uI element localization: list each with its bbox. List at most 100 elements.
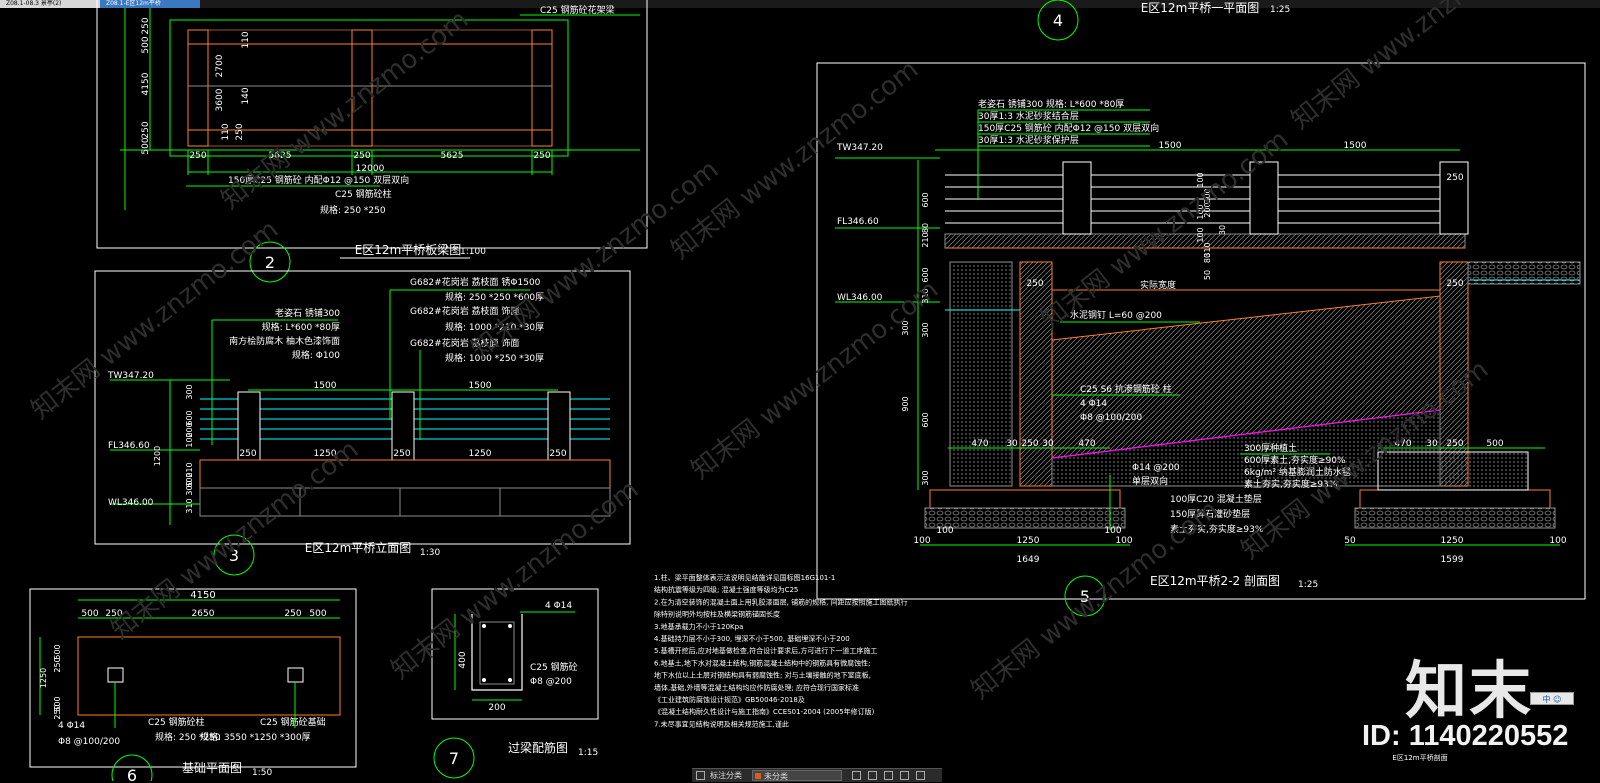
d5-pier-left [949,261,1013,487]
d5-dim-bottom-right-0: 50 [1344,536,1356,546]
d6-note-4: C25 钢筋砼基础 [260,716,326,728]
d5-dim-col-4: 200 [1203,202,1212,217]
d3-dim-left-4: 600 [185,472,194,487]
d5-number-bubble [1064,575,1106,617]
d3-dim-left-8: 310 [185,498,194,513]
d3-dim-mid-4: 250 [549,449,566,459]
d6-footing-outline [77,636,341,716]
d5-dim-mid-left-0: 470 [971,439,988,449]
layers-icon[interactable] [900,771,909,780]
d5-note-right-2: 6kg/m² 纳基膨润土防水毯 [1244,466,1351,478]
d5-dim-col-1: 100 [1196,204,1205,219]
drawing-7-frame [431,588,599,720]
category-dropdown[interactable]: 未分类 [752,770,842,781]
d5-gravel-left [924,507,1126,529]
d5-level-0: TW347.20 [836,143,883,153]
general-note-3: 除特别说明外均按柱及横梁钢筋锚固长度 [654,610,780,619]
d5-gravel-right [1354,507,1556,529]
d7-stirrup [479,621,515,685]
d5-level-1: FL346.60 [837,217,879,227]
d2-top-note: C25 钢筋砼花架梁 [540,4,615,16]
d3-dim-top-0: 1500 [314,381,337,391]
d7-rebar-0 [482,624,486,628]
d5-dim-mid-left-3: 30 [1042,439,1054,449]
d7-scale: 1:15 [578,748,598,758]
d3-dim-left-7: 300 [185,480,194,495]
d3-note-right-2: G682#花岗岩 荔枝面 饰面 [410,305,519,317]
d5-post-2 [1439,161,1469,235]
d2-title: E区12m平桥板梁图 [355,242,462,257]
general-note-0: 1.柱、梁平面整体表示法说明见结施详见国标图16G101-1 [654,573,835,582]
d2-dim-left-0: 250 [141,17,151,34]
d6-dim-left-3: 500 [53,696,62,711]
d2-note-0: 150厚C25 钢筋砼 内配Φ12 @150 双层双向 [228,174,409,186]
tab-pavilion[interactable]: Z08.1-08.3 景亭(2) [0,0,102,8]
status-toolbar: 标注分类 未分类 [692,768,942,782]
watermark-8: 知末网 www.znzmo.com [1286,0,1544,136]
d2-note-1: C25 钢筋砼柱 [335,188,392,200]
d6-dim-top-2: 2650 [192,609,215,619]
d5-note-mid-3: Φ8 @100/200 [1080,413,1142,423]
d5-dim-left-8: 600 [921,412,930,427]
d5-note-mid-2: 4 Φ14 [1080,399,1107,409]
drawing-3-frame [94,270,631,545]
watermark-5: 知末网 www.znzmo.com [386,475,644,686]
annotation-scale-icon[interactable] [696,771,705,780]
d3-dim-mid-3: 1250 [469,449,492,459]
d2-dim-bottom-3: 5625 [441,151,464,161]
d2-dim-bottom-1: 5625 [269,151,292,161]
d5-dim-mid-left-1: 30 [1006,439,1018,449]
d6-dim-left-0: 500 [53,644,62,659]
ime-indicator[interactable]: 中 ☺ [1530,692,1574,705]
d4-title: E区12m平桥一平面图 [1141,1,1260,15]
copy-icon[interactable] [884,771,893,780]
d2-outer-outline [169,19,569,157]
d3-dim-left-0: 300 [185,384,194,399]
d5-dim-bottom-right-2: 100 [1549,536,1566,546]
d5-dim-col-10: 250 [1026,279,1043,289]
d2-dim-mid-4: 110 [221,123,231,140]
d5-note-bottom-0: Φ14 @200 [1132,463,1180,473]
d5-right-wall [1377,451,1529,491]
d6-dim-left-2: 1250 [39,668,48,688]
tab-bridge[interactable]: Z08.1-E区12m平桥 [100,0,200,8]
d2-dim-mid-1: 2700 [215,54,225,77]
d6-note-1: Φ8 @100/200 [58,737,120,747]
d2-dim-mid-0: 3600 [215,88,225,111]
d3-number-bubble [213,534,255,576]
d2-column-2 [531,29,553,147]
settings-icon[interactable] [916,771,925,780]
d5-dim-bottom-left-2: 100 [1115,536,1132,546]
d5-note-mid-0: 水泥钢钉 L=60 @200 [1070,309,1162,321]
brand-logo-text: 知末 [1405,654,1534,727]
move-icon[interactable] [868,771,877,780]
d5-dim-mid-left-4: 470 [1078,439,1095,449]
d6-note-2: C25 钢筋砼柱 [148,716,205,728]
edit-icon[interactable] [852,771,861,780]
d3-dim-left-2: 200 [185,422,194,437]
d5-note-bottom-1: 单层双向 [1132,475,1168,487]
d7-rebar-1 [508,624,512,628]
d3-note-left-1: 规格: L*600 *80厚 [262,321,340,333]
d5-dim-top-1: 1500 [1344,141,1367,151]
d5-dim-mid-right-1: 30 [1426,439,1438,449]
d3-note-right-4: G682#花岗岩 荔枝面 饰面 [410,337,519,349]
d5-dim-col-3: 100 [1196,172,1205,187]
d5-dim-col-2: 200 [1203,188,1212,203]
watermark-6: 知末网 www.znzmo.com [686,275,944,486]
d5-dim-left-0: 600 [921,192,930,207]
general-note-6: 5.基槽开挖后,应对地基做检查,符合设计要求后,方可进行下一道工序施工 [654,646,877,655]
d5-dim-bottom-left-1: 1250 [1017,536,1040,546]
d5-dim-bottom-left-3: 1649 [1017,555,1040,565]
d3-level-0: TW347.20 [107,371,154,381]
d2-dim-bottom-4: 250 [533,151,550,161]
drawing-6-frame [29,588,357,768]
d6-number: 6 [127,766,137,781]
d5-dim-left-4: 310 [921,288,930,303]
d2-note-2: 规格: 250 *250 [320,204,386,216]
d5-number: 5 [1080,587,1090,606]
d5-dim-col-6: 310 [1203,242,1212,257]
d5-note-right-1: 600厚素土,夯实度≥90% [1244,454,1346,466]
general-note-4: 3.地基承载力不小于120Kpa [654,622,743,631]
